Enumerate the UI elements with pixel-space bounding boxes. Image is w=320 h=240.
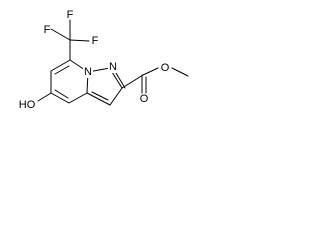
- bond-n2-c2-double: [115, 72, 126, 89]
- atom-hydroxyl: HO: [19, 99, 36, 111]
- atom-f1: F: [44, 24, 51, 36]
- bond-c2-c3: [109, 87, 123, 106]
- bond-c2-ccarbonyl: [121, 74, 144, 89]
- bond-oether-ch3: [171, 67, 189, 77]
- atom-f3: F: [92, 35, 99, 47]
- atom-n2: N: [109, 61, 117, 73]
- bond-n2-c2: [111, 71, 123, 89]
- atom-o-ether: O: [161, 62, 170, 74]
- bond-c4-c5: [50, 92, 70, 104]
- chemical-structure-diagram: F F F N N O O HO: [19, 9, 189, 111]
- atom-n1-background: [83, 66, 93, 78]
- atom-n1: N: [84, 66, 92, 78]
- bond-c-oether: [142, 67, 159, 76]
- atom-n2-background: [108, 61, 118, 73]
- bond-c4-c5-double: [54, 89, 69, 99]
- bond-c5-oh: [37, 92, 52, 102]
- atom-label-group: F F F N N O O HO: [19, 9, 170, 111]
- atom-f2: F: [67, 9, 74, 21]
- bond-c-f3: [69, 39, 90, 42]
- bond-c3a-c4: [68, 92, 88, 104]
- bond-c3-c3a-double: [91, 91, 109, 101]
- bond-c3-c3a: [86, 92, 111, 106]
- bond-c6-c7: [50, 59, 71, 72]
- atom-o-carbonyl: O: [140, 93, 149, 105]
- bond-c6-c7-double: [54, 65, 70, 75]
- bond-c-f1: [50, 28, 71, 41]
